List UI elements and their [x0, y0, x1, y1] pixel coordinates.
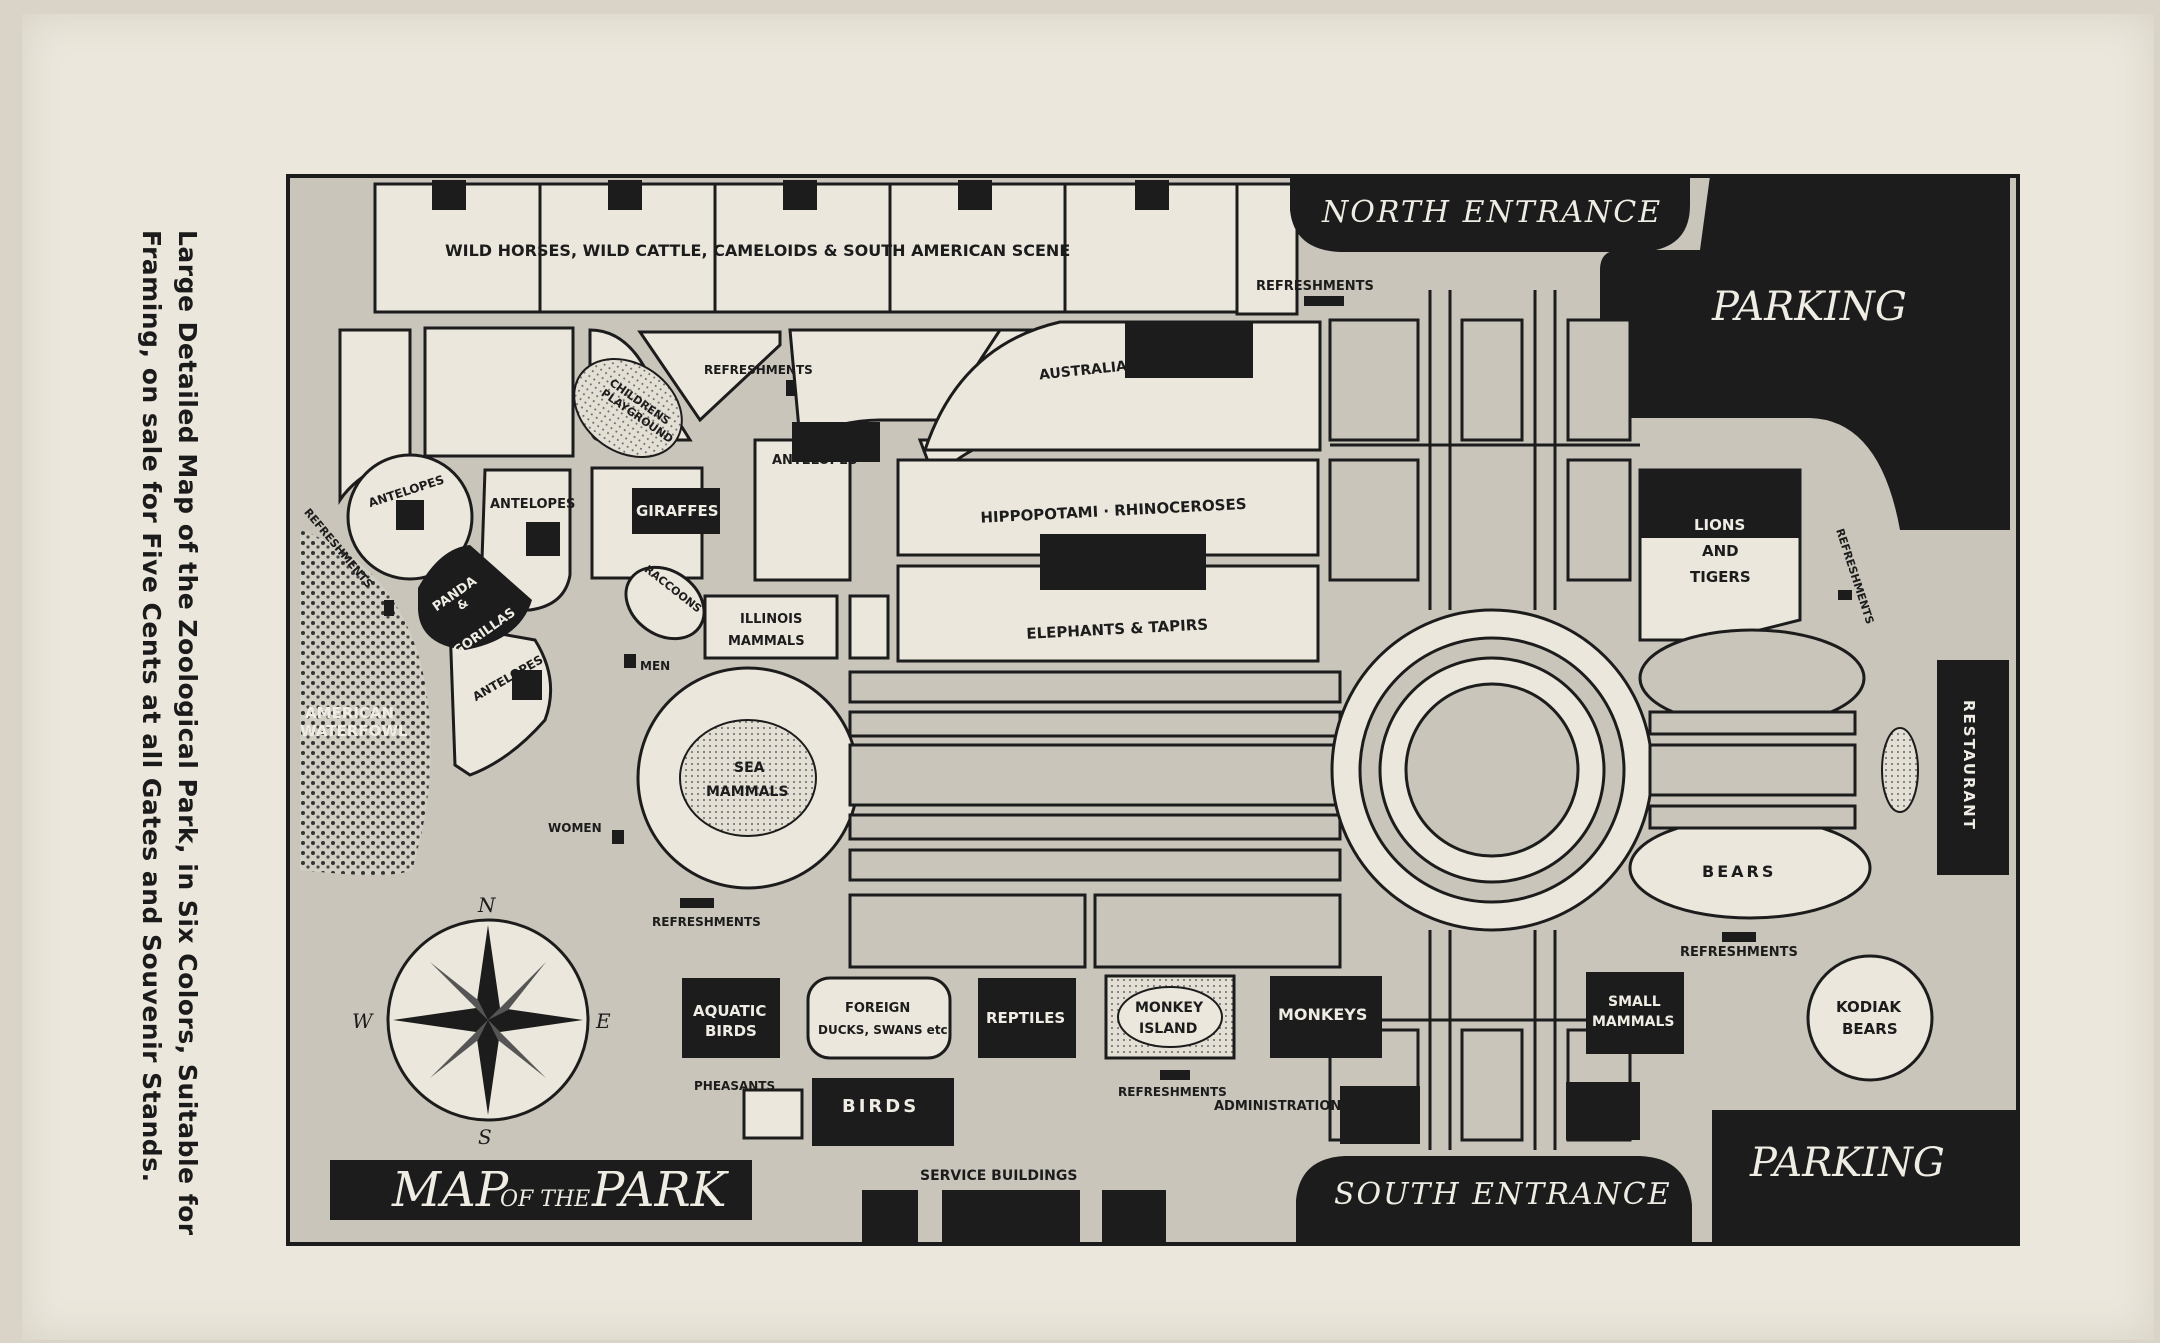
waterfowl-label-2: WATERFOWL: [300, 722, 408, 740]
sea-mammals-label-2: MAMMALS: [706, 784, 788, 800]
small-mammals-label-2: MAMMALS: [1592, 1014, 1674, 1030]
monkey-island-label-1: MONKEY: [1135, 1000, 1204, 1016]
pachyderm-house: [1040, 534, 1206, 590]
parking-top: [1600, 176, 2010, 530]
title-banner: [330, 1160, 752, 1220]
aquatic-birds-building: [682, 978, 780, 1058]
antelope-shelter-2: [526, 522, 560, 556]
aquatic-label-1: AQUATIC: [693, 1002, 766, 1020]
administration-building: [1340, 1086, 1420, 1144]
antelopes-label-2: ANTELOPES: [490, 497, 575, 512]
side-note-line-1: Large Detailed Map of the Zoological Par…: [173, 230, 202, 1236]
aquatic-label-2: BIRDS: [705, 1022, 757, 1040]
parking-bottom: [1712, 1110, 2018, 1244]
service-buildings-label: SERVICE BUILDINGS: [920, 1168, 1077, 1184]
central-plaza-inner: [1404, 682, 1580, 858]
parking-bottom-label: PARKING: [1749, 1140, 1945, 1186]
antelope-shelter-1: [396, 500, 424, 530]
paddock-shelters: [432, 180, 1169, 210]
title-map: MAP: [391, 1162, 509, 1218]
women-label: WOMEN: [548, 821, 602, 835]
compass-e-label: E: [595, 1009, 611, 1033]
side-note-line-2: Framing, on sale for Five Cents at all G…: [137, 230, 166, 1183]
pheasants-pen: [742, 1088, 804, 1140]
illinois-label-1: ILLINOIS: [740, 612, 802, 627]
service-buildings: [862, 1190, 1166, 1244]
administration-label: ADMINISTRATION BLDG: [1214, 1099, 1385, 1114]
wild-horses-label: WILD HORSES, WILD CATTLE, CAMELOIDS & SO…: [445, 241, 1070, 260]
giraffes-building: [632, 488, 720, 534]
foreign-ducks-building: [806, 976, 952, 1060]
giraffes-label: GIRAFFES: [636, 502, 719, 520]
illinois-label-2: MAMMALS: [728, 634, 805, 649]
birds-label: BIRDS: [842, 1096, 919, 1117]
compass-w-label: W: [352, 1009, 374, 1033]
lions-label-2: AND: [1702, 542, 1739, 560]
lions-label-3: TIGERS: [1690, 568, 1751, 586]
monkeys-building: [1270, 976, 1382, 1058]
antelopes-label-3: ANTELOPES: [772, 453, 857, 468]
restaurant-label: RESTAURANT: [1960, 700, 1978, 831]
compass-rose: [386, 918, 590, 1122]
lions-tigers-building: [1640, 470, 1800, 538]
small-mammals-building: [1586, 972, 1684, 1054]
restaurant-building: [1937, 660, 2009, 875]
refreshments-label-north: REFRESHMENTS: [1256, 279, 1374, 294]
antelope-shelter-4: [512, 670, 542, 700]
central-lawns: [848, 670, 1342, 969]
kodiak-label-2: BEARS: [1842, 1020, 1898, 1038]
waterfowl-pond: [300, 530, 431, 875]
south-entrance-label: SOUTH ENTRANCE: [1334, 1177, 1672, 1212]
service-building-east: [1566, 1082, 1640, 1140]
paddock-dividers: [538, 184, 1067, 312]
pheasants-label: PHEASANTS: [694, 1079, 775, 1093]
kodiak-label-1: KODIAK: [1836, 998, 1902, 1016]
refreshments-label-bears: REFRESHMENTS: [1680, 945, 1798, 960]
sea-mammals-label-1: SEA: [734, 760, 765, 776]
bears-label: BEARS: [1702, 862, 1776, 881]
refreshments-label-south: REFRESHMENTS: [1118, 1085, 1227, 1099]
refreshments-label-playground: REFRESHMENTS: [704, 363, 813, 377]
birds-building: [812, 1078, 954, 1146]
lions-label-1: LIONS: [1694, 516, 1745, 534]
waterfowl-label-1: AMERICAN: [305, 704, 394, 722]
panda-gorillas-building: [418, 545, 532, 650]
compass-s-label: S: [478, 1125, 492, 1149]
childrens-playground: [573, 357, 683, 459]
small-mammals-label-1: SMALL: [1608, 994, 1661, 1010]
north-entrance: [1290, 176, 1690, 252]
parking-top-label: PARKING: [1711, 284, 1907, 330]
reptiles-label: REPTILES: [986, 1009, 1065, 1027]
title-park: PARK: [591, 1162, 730, 1218]
raccoons-enclosure: [624, 565, 706, 641]
compass-n-label: N: [477, 893, 497, 917]
south-entrance: [1296, 1156, 1692, 1244]
monkeys-label: MONKEYS: [1278, 1005, 1367, 1024]
foreign-label-1: FOREIGN: [845, 1001, 910, 1016]
monkey-island-label-2: ISLAND: [1139, 1021, 1197, 1037]
north-entrance-label: NORTH ENTRANCE: [1321, 195, 1662, 230]
foreign-label-2: DUCKS, SWANS etc: [818, 1023, 948, 1037]
illinois-mammals-area: [703, 594, 839, 660]
australia-building: [1125, 322, 1253, 378]
men-label: MEN: [640, 659, 670, 673]
refreshments-label-southwest: REFRESHMENTS: [652, 915, 761, 929]
restaurant-fountain: [1881, 727, 1919, 813]
title-of-the: OF THE: [500, 1187, 590, 1212]
kodiak-bears-enclosure: [1806, 954, 1934, 1082]
refreshment-kiosks: [384, 296, 1852, 1080]
antelope-shelter-3: [792, 422, 880, 462]
reptiles-building: [978, 978, 1076, 1058]
